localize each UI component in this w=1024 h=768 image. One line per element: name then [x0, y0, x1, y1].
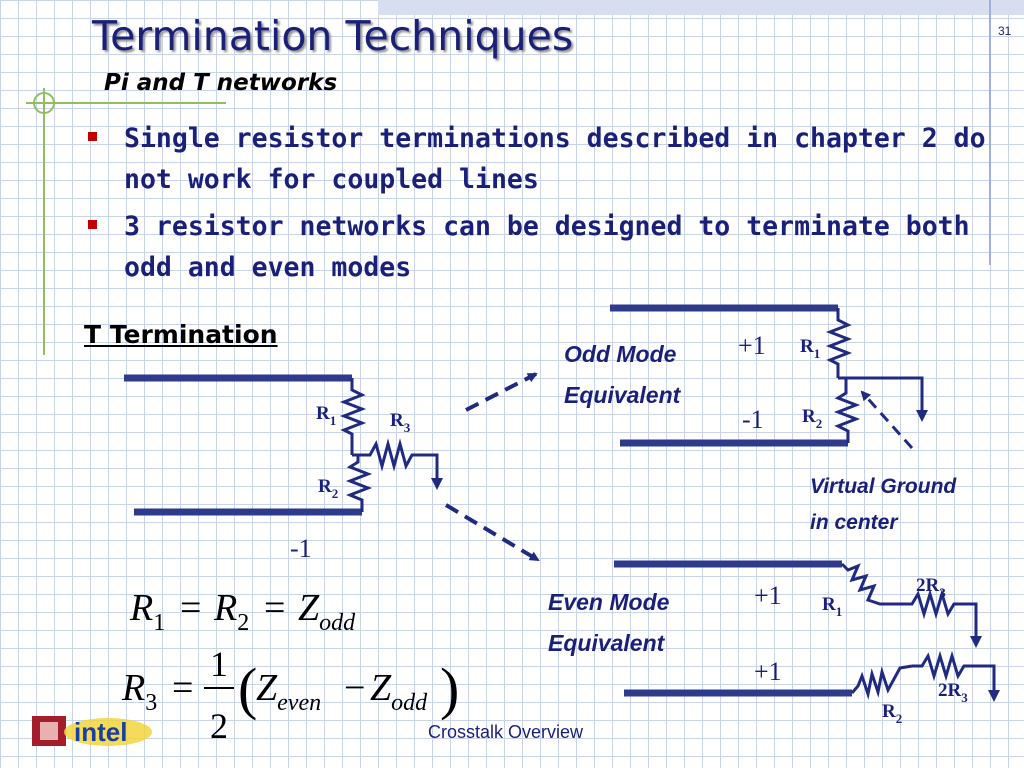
even-resistor-r2 — [850, 664, 913, 700]
label-odd-r1: R1 — [800, 336, 820, 361]
eq1-equals-2: = — [264, 587, 285, 629]
label-r1: R1 — [316, 403, 336, 428]
eq2-minus: − — [344, 667, 365, 709]
even-ground-arrow-bottom — [988, 690, 1000, 702]
bullet-item: 3 resistor networks can be designed to t… — [88, 206, 988, 288]
signal-minus-one-odd: -1 — [742, 405, 764, 434]
odd-resistor-r2 — [833, 378, 861, 443]
arrow-to-even-mode — [444, 503, 540, 562]
odd-mode-label: Odd Mode Equivalent — [564, 341, 681, 408]
even-ground-arrow-top — [970, 636, 982, 648]
eq2-z-even: Zeven — [256, 667, 321, 716]
signal-plus-one-odd: +1 — [738, 331, 766, 360]
intel-swoosh-icon — [64, 718, 152, 746]
label-even-2r3-bottom: 2R3 — [938, 680, 968, 705]
label-r2: R2 — [318, 476, 338, 501]
eq2-numerator: 1 — [210, 644, 228, 684]
resistor-r1 — [339, 378, 367, 455]
eq1-r1: R1 — [129, 587, 165, 636]
label-even-2r3-top: 2R3 — [916, 575, 946, 600]
even-resistor-r1 — [840, 562, 900, 606]
slide-footer: Crosstalk Overview — [428, 722, 584, 742]
eq2-denominator: 2 — [210, 706, 228, 746]
virtual-ground-label: Virtual Ground in center — [810, 475, 957, 534]
slide-number: 31 — [998, 24, 1012, 38]
eq2-z-odd: Zodd — [370, 667, 428, 716]
odd-resistor-r1 — [825, 308, 853, 378]
bullet-list: Single resistor terminations described i… — [88, 118, 988, 294]
eq1-r2: R2 — [213, 587, 249, 636]
bullet-square-icon — [88, 132, 97, 141]
label-even-r1: R1 — [822, 594, 842, 619]
arrow-to-odd-mode — [465, 372, 538, 412]
slide-title: Termination Techniques — [92, 12, 574, 60]
eq2-equals: = — [172, 667, 193, 709]
intel-wordmark: intel — [74, 717, 127, 747]
even-resistor-2r3-top — [900, 588, 978, 636]
signal-minus-one-t: -1 — [290, 534, 312, 563]
equation-r1-r2: R1 = R2 = Zodd — [129, 587, 356, 636]
bullet-item: Single resistor terminations described i… — [88, 118, 988, 200]
ground-arrow — [431, 478, 443, 490]
even-mode-label: Even Mode Equivalent — [548, 589, 670, 656]
even-resistor-2r3-bottom — [912, 650, 996, 690]
signal-plus-one-even-top: +1 — [754, 581, 782, 610]
slide-subtitle: Pi and T networks — [104, 70, 338, 96]
label-r3: R3 — [390, 410, 411, 435]
t-termination-circuit: R1 R3 R2 -1 — [124, 374, 443, 563]
eq1-z-odd: Zodd — [298, 587, 356, 636]
even-mode-circuit: +1 +1 R1 2R3 R2 2R3 — [614, 560, 1000, 726]
bullet-square-icon — [88, 220, 97, 229]
resistor-r3 — [352, 438, 439, 478]
signal-plus-one-even-bottom: +1 — [754, 657, 782, 686]
eq1-equals-1: = — [180, 587, 201, 629]
odd-mode-circuit: +1 -1 R1 R2 — [610, 304, 928, 447]
label-odd-r2: R2 — [802, 406, 822, 431]
equation-r3: R3 = 1 2 ( Zeven − Zodd ) — [121, 644, 459, 746]
t-termination-label: T Termination — [84, 320, 278, 349]
header-bar — [378, 0, 1024, 15]
arrow-virtual-ground — [860, 390, 914, 449]
odd-ground-arrow — [916, 410, 928, 422]
resistor-r2 — [345, 455, 373, 512]
eq2-r3: R3 — [121, 667, 157, 716]
odd-ground-wire — [838, 376, 924, 410]
eq2-paren-open: ( — [238, 656, 257, 721]
intel-logo: intel — [32, 716, 152, 747]
label-even-r2: R2 — [882, 701, 902, 726]
crosshair-circle — [33, 92, 55, 114]
eq2-paren-close: ) — [440, 656, 459, 721]
